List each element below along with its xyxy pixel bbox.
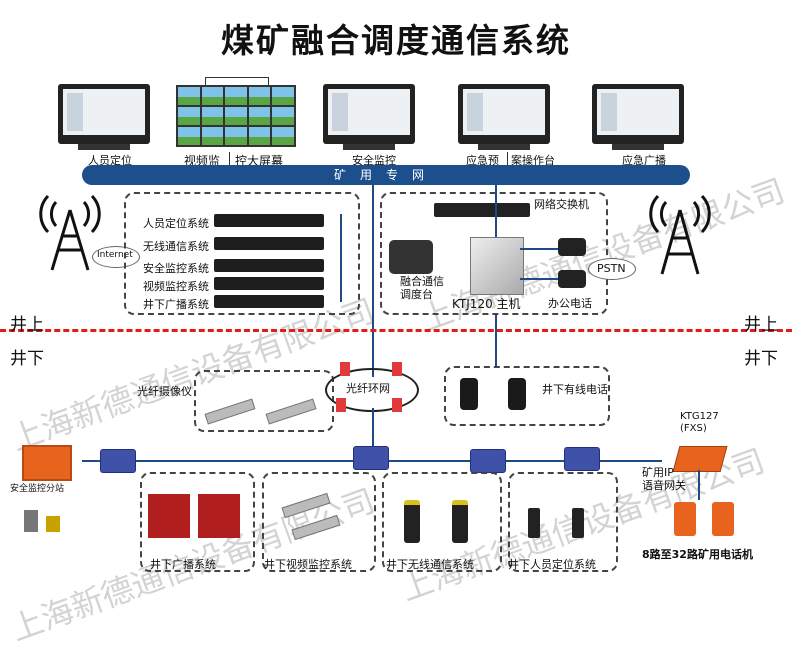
video-wall <box>176 85 296 147</box>
ring-node <box>392 398 402 412</box>
server-rack <box>214 295 324 308</box>
internet-cloud <box>92 246 140 268</box>
wired-phone-group <box>444 366 610 426</box>
internet-label: Internet <box>97 250 133 260</box>
substation-label: 安全监控分站 <box>10 484 65 494</box>
zone-up-left: 井上 <box>10 315 44 335</box>
ktj120-host-label: KTJ120 主机 <box>452 297 521 311</box>
ring-node <box>336 398 346 412</box>
personnel-location-group <box>508 472 618 572</box>
monitor-label: 应急预 <box>466 154 499 167</box>
connector-line <box>495 185 497 237</box>
dispatch-console-label: 融合通信 调度台 <box>400 275 444 301</box>
connector-line <box>698 470 700 500</box>
surface-system-label: 视频监控系统 <box>143 280 209 293</box>
monitor-label: 人员定位 <box>88 154 132 167</box>
subsystem-label: 井下人员定位系统 <box>508 558 596 571</box>
video-wall-connector <box>205 77 269 86</box>
network-switch <box>434 203 530 217</box>
wired-phone-label: 井下有线电话 <box>542 383 608 396</box>
mobile-phone-icon <box>452 500 468 543</box>
sensor-icon <box>24 510 38 532</box>
zone-down-left: 井下 <box>10 349 44 369</box>
connector-line <box>372 408 374 453</box>
office-phone-label: 办公电话 <box>548 297 592 310</box>
monitor-label: 案操作台 <box>511 154 555 167</box>
ktj120-host <box>470 237 524 295</box>
monitor-label: 安全监控 <box>352 154 396 167</box>
mine-network-bus: 矿用专网 <box>82 165 690 185</box>
ring-node <box>392 362 402 376</box>
surface-system-label: 井下广播系统 <box>143 298 209 311</box>
server-rack <box>214 259 324 272</box>
dispatch-center-group <box>380 192 608 315</box>
gateway-model-label: KTG127 (FXS) <box>680 411 719 434</box>
subsystem-label: 井下广播系统 <box>150 558 216 571</box>
connector-line <box>520 278 558 280</box>
monitor-label: 控大屏幕 <box>235 154 284 168</box>
mine-phone-icon <box>674 502 696 536</box>
network-switch-label: 网络交换机 <box>534 198 589 211</box>
pstn-label: PSTN <box>597 262 626 275</box>
subsystem-label: 井下视频监控系统 <box>264 558 352 571</box>
connector-line <box>340 214 342 302</box>
wireless-tower-icon <box>649 194 711 275</box>
ring-switch <box>470 449 506 473</box>
ring-switch <box>100 449 136 473</box>
wireless-communication-group <box>382 472 502 572</box>
mine-phone-label: 8路至32路矿用电话机 <box>642 548 753 561</box>
surface-system-label: 安全监控系统 <box>143 262 209 275</box>
server-rack <box>214 277 324 290</box>
connector-line <box>495 315 497 367</box>
ring-switch <box>564 447 600 471</box>
server-rack <box>214 237 324 250</box>
office-phone-icon <box>558 238 586 256</box>
video-monitoring-group <box>262 472 376 572</box>
pstn-cloud <box>588 258 636 280</box>
monitor-broadcast <box>592 84 684 150</box>
ring-switch <box>353 446 389 470</box>
broadcast-speaker-icon <box>148 494 190 538</box>
trunk-line <box>372 185 374 377</box>
gateway-label: 矿用IP 语音网关 <box>642 466 686 492</box>
substation-box <box>22 445 72 481</box>
locator-tag-icon <box>528 508 540 538</box>
surface-systems-group <box>124 192 360 315</box>
zone-up-right: 井上 <box>744 315 778 335</box>
monitor-emergency <box>458 84 550 150</box>
label-divider <box>507 152 508 166</box>
diagram-title: 煤矿融合调度通信系统 <box>221 21 571 60</box>
sensor-icon <box>46 516 60 532</box>
wireless-tower-icon <box>39 194 101 271</box>
label-divider <box>229 152 230 166</box>
broadcast-group <box>140 472 255 572</box>
server-rack <box>214 214 324 227</box>
monitor-label: 视频监 <box>184 154 221 168</box>
dispatch-console <box>389 240 433 274</box>
monitor-personnel <box>58 84 150 150</box>
monitor-label: 应急广播 <box>622 154 666 167</box>
connector-line <box>520 248 558 250</box>
mine-phone-icon <box>712 502 734 536</box>
broadcast-speaker-icon <box>198 494 240 538</box>
fiber-camera-label: 光纤摄像仪 <box>137 385 192 398</box>
zone-down-right: 井下 <box>744 349 778 369</box>
subsystem-label: 井下无线通信系统 <box>386 558 474 571</box>
locator-tag-icon <box>572 508 584 538</box>
fiber-ring-label: 光纤环网 <box>346 382 390 395</box>
wired-phone-icon <box>508 378 526 410</box>
surface-system-label: 人员定位系统 <box>143 217 209 230</box>
surface-system-label: 无线通信系统 <box>143 240 209 253</box>
surface-boundary-line <box>0 329 792 332</box>
ring-node <box>340 362 350 376</box>
wired-phone-icon <box>460 378 478 410</box>
office-phone-icon <box>558 270 586 288</box>
monitor-safety <box>323 84 415 150</box>
mobile-phone-icon <box>404 500 420 543</box>
